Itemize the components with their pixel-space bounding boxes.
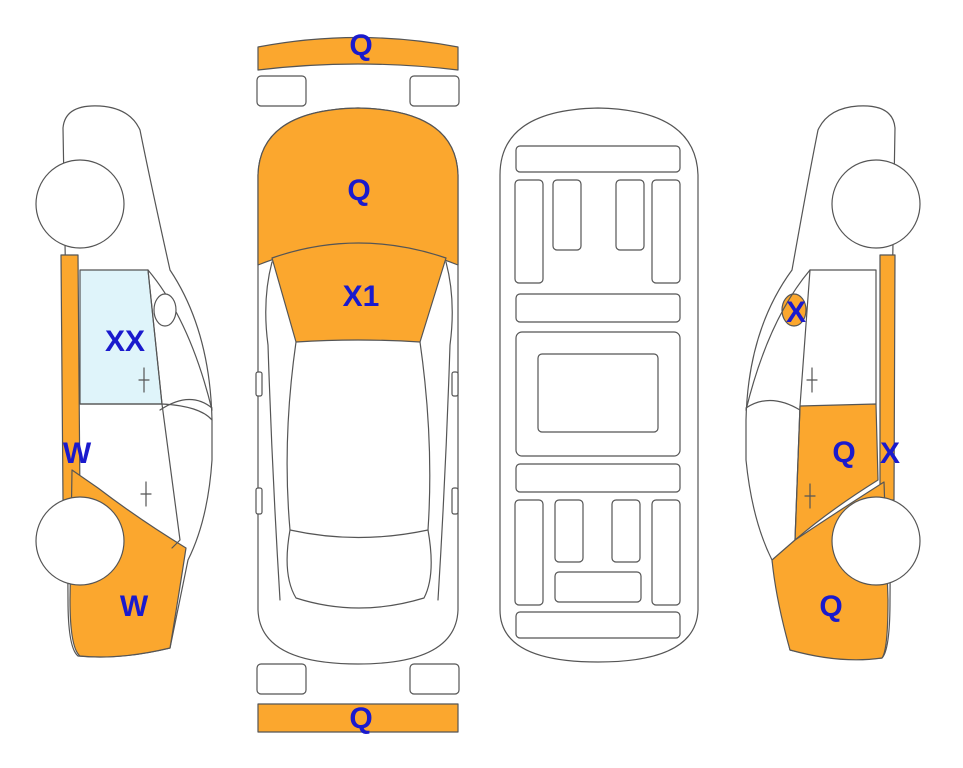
- floor-left-inner-rear: [554, 499, 584, 563]
- mark-windshield: X1: [343, 280, 380, 313]
- floor-right-inner-front: [615, 179, 645, 251]
- floor-center-pan: [537, 353, 659, 433]
- left-rear-wheel: [35, 159, 125, 249]
- right-pillar: [437, 261, 453, 601]
- left-door-line-2: [79, 403, 213, 421]
- windshield-panel[interactable]: [271, 242, 447, 343]
- right-side-view: [745, 105, 921, 661]
- front-bumper-panel[interactable]: [257, 36, 459, 71]
- rear-right-taillight: [409, 663, 460, 695]
- mark-left-front-fender: W: [120, 590, 149, 623]
- mark-left-front-door-glass: XX: [105, 325, 145, 358]
- left-handle-top: [255, 487, 263, 515]
- floor-rear-bar: [515, 611, 681, 639]
- left-handle-2: [140, 481, 152, 507]
- right-sill-line: [745, 399, 801, 411]
- left-mirror: [153, 293, 177, 327]
- right-windshield-line: [745, 269, 811, 411]
- right-rocker-panel[interactable]: [879, 254, 896, 501]
- rear-left-taillight: [256, 663, 307, 695]
- mark-right-front-door: Q: [832, 436, 855, 469]
- floor-right-rail-rear: [651, 499, 681, 606]
- top-view: [255, 36, 460, 733]
- front-right-headlight: [409, 75, 460, 107]
- floor-left-rail-rear: [514, 499, 544, 606]
- floor-right-inner-rear: [611, 499, 641, 563]
- right-handle-1: [806, 367, 818, 393]
- mark-rear-bumper: Q: [349, 702, 372, 735]
- floor-right-rail-front: [651, 179, 681, 284]
- mark-left-rocker: W: [63, 437, 92, 470]
- floor-cross-2: [515, 463, 681, 493]
- floor-rear-box: [554, 571, 642, 603]
- floor-left-inner-front: [552, 179, 582, 251]
- left-door-line: [147, 269, 181, 549]
- right-door-line: [794, 269, 811, 541]
- roof-outline: [286, 341, 431, 539]
- underside-view: [499, 107, 699, 663]
- front-left-headlight: [256, 75, 307, 107]
- left-sill-line: [159, 398, 213, 411]
- left-pillar: [265, 261, 281, 601]
- left-front-wheel: [35, 496, 125, 586]
- left-handle-1: [138, 367, 150, 393]
- mark-hood: Q: [347, 174, 370, 207]
- floor-left-rail-front: [514, 179, 544, 284]
- left-mirror-top: [255, 371, 263, 397]
- mark-right-front-fender: Q: [819, 590, 842, 623]
- floor-cross-1: [515, 293, 681, 323]
- rear-window: [286, 529, 432, 609]
- right-front-door-panel[interactable]: [794, 403, 879, 541]
- floor-mid-frame: [515, 331, 681, 457]
- right-handle-2: [804, 483, 816, 509]
- mark-front-bumper: Q: [349, 29, 372, 62]
- left-windshield-line: [147, 269, 213, 411]
- right-door-glass-line: [809, 269, 877, 405]
- left-side-view: [35, 105, 213, 658]
- damage-labels: Q Q X1 Q XX W W X Q X Q: [63, 29, 900, 735]
- right-front-wheel: [831, 496, 921, 586]
- right-rear-wheel: [831, 159, 921, 249]
- right-mirror-top: [451, 371, 459, 397]
- floor-front-bar: [515, 145, 681, 173]
- mark-right-rocker: X: [880, 437, 900, 470]
- mark-right-mirror: X: [786, 296, 806, 329]
- right-handle-top: [451, 487, 459, 515]
- rear-bumper-panel[interactable]: [257, 703, 459, 733]
